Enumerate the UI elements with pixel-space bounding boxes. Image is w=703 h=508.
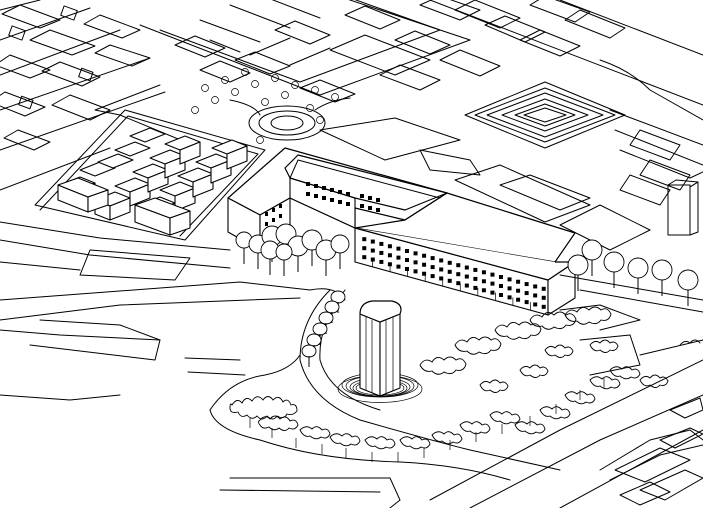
facade-window xyxy=(541,286,546,291)
facade-window xyxy=(456,281,461,286)
tower xyxy=(337,300,423,403)
facade-window xyxy=(447,260,452,265)
facade-window xyxy=(516,279,521,284)
tree-canopy xyxy=(581,239,603,261)
facade-window xyxy=(379,259,384,264)
facade-window xyxy=(422,271,427,276)
facade-window xyxy=(430,256,435,261)
facade-window xyxy=(422,262,427,267)
park-shrubs xyxy=(229,306,701,450)
facade-window xyxy=(507,286,512,291)
facade-window xyxy=(464,283,469,288)
facade-window xyxy=(362,237,367,242)
tree-canopy xyxy=(324,300,340,314)
tree-canopy xyxy=(567,254,589,276)
facade-window xyxy=(533,302,538,307)
facade-window xyxy=(405,249,409,253)
facade-window xyxy=(473,267,478,272)
facade-window xyxy=(370,239,375,244)
facade-window xyxy=(473,276,478,281)
facade-window xyxy=(516,297,521,302)
facade-window xyxy=(387,244,392,249)
facade-window xyxy=(413,269,418,274)
facade-window xyxy=(481,270,486,275)
facade-window xyxy=(439,276,444,281)
tree-dots-field xyxy=(191,68,339,144)
facade-window xyxy=(541,304,546,309)
roundabout xyxy=(229,97,351,141)
facade-window xyxy=(507,295,512,300)
facade-window xyxy=(499,284,503,288)
facade-window xyxy=(439,258,444,263)
facade-window xyxy=(439,267,444,272)
street-trees xyxy=(235,223,699,306)
facade-window xyxy=(490,281,495,286)
roads-northeast xyxy=(429,0,703,236)
tree-canopy xyxy=(677,269,699,291)
facade-window xyxy=(507,277,512,282)
facade-window xyxy=(362,255,367,260)
facade-window xyxy=(481,288,486,293)
tree-canopy xyxy=(330,234,350,254)
facade-window xyxy=(499,275,503,279)
parking-block-area xyxy=(34,109,266,241)
facade-window xyxy=(405,258,409,262)
tree-canopy xyxy=(627,257,649,279)
facade-window xyxy=(413,251,418,256)
facade-window xyxy=(516,288,521,293)
residential-blocks-north xyxy=(139,0,626,103)
facade-window xyxy=(499,293,503,297)
residential-blocks-northwest xyxy=(0,0,166,191)
facade-window xyxy=(362,246,367,251)
plaza-square xyxy=(464,81,626,149)
facade-window xyxy=(379,241,384,246)
main-roads xyxy=(0,221,703,508)
facade-window xyxy=(490,290,495,295)
tree-canopy xyxy=(318,311,334,325)
tree-canopy xyxy=(603,251,625,273)
facade-window xyxy=(533,284,538,289)
facade-window xyxy=(456,263,461,268)
facade-window xyxy=(456,272,461,277)
facade-window xyxy=(387,253,392,258)
main-building xyxy=(227,147,576,316)
park-edge-stakes xyxy=(249,378,605,462)
facade-window xyxy=(524,282,529,287)
facade-window xyxy=(464,265,469,270)
tree-canopy xyxy=(312,322,328,336)
facade-window xyxy=(490,272,495,277)
facade-window xyxy=(396,246,401,251)
buildings-southeast xyxy=(614,397,703,506)
facade-window xyxy=(481,279,486,284)
facade-window xyxy=(379,250,384,255)
tree-canopy xyxy=(275,243,293,261)
facade-window xyxy=(447,278,452,283)
facade-window xyxy=(533,293,538,298)
tree-canopy xyxy=(306,333,322,347)
tree-canopy xyxy=(301,344,317,358)
facade-window xyxy=(447,269,452,274)
facade-window xyxy=(524,291,529,296)
facade-window xyxy=(524,300,529,305)
facade-window xyxy=(430,265,435,270)
facade-window xyxy=(430,274,435,279)
facade-window xyxy=(422,253,427,258)
facade-window xyxy=(464,274,469,279)
facade-window xyxy=(413,260,418,265)
facade-window xyxy=(541,295,546,300)
facade-window xyxy=(370,248,375,253)
facade-window xyxy=(473,285,478,290)
tree-canopy xyxy=(651,259,673,281)
facade-window xyxy=(405,267,409,271)
facade-window xyxy=(396,255,401,260)
curve-tree-row xyxy=(301,290,346,367)
facade-window xyxy=(396,264,401,269)
